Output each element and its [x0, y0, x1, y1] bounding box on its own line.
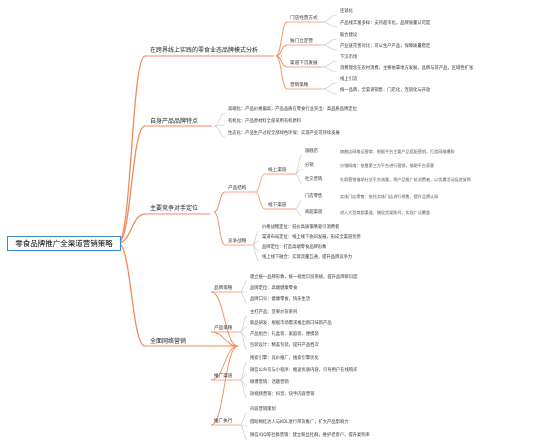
connector [213, 112, 226, 127]
connector [254, 191, 266, 210]
leaf: 消费理念在农村消费，主要依靠地方发展，品牌与其产品，区域性扩张 [340, 66, 474, 71]
connector [294, 199, 303, 210]
leaf-label: 社交营销 [305, 177, 323, 182]
leaf: 包装设计：精美包装，提升产品档次 [250, 343, 319, 348]
leaf: 品牌口号：健康零食，快乐生活 [250, 297, 311, 302]
connector [239, 412, 248, 426]
connector [213, 125, 226, 138]
connector [321, 88, 338, 95]
leaf: 生态化：产品生产过程全部绿色环保：实现产业可持续发展 [228, 131, 340, 136]
connector [117, 242, 146, 347]
connector [239, 315, 248, 333]
connector [239, 331, 248, 350]
connector [294, 173, 303, 184]
leaf: 实体门店零售：依托实体门店进行销售，提升品牌认知 [340, 194, 439, 199]
connector [117, 213, 146, 244]
connector [294, 168, 303, 175]
connector [275, 55, 288, 90]
leaf: 高端化：产品价格偏高，产品品质在零食行业突出：高品质品牌定位 [228, 107, 357, 112]
connector [294, 154, 303, 175]
topic-store-operation[interactable]: 门店经营方式 [290, 16, 318, 21]
leaf-label: 旗舰店 [305, 149, 318, 154]
leaf: 线上线下融合：实现流量互通，提升品牌竞争力 [262, 255, 353, 260]
connector [254, 173, 266, 193]
leaf-label: 分销 [305, 163, 314, 168]
connector [117, 55, 146, 244]
leaf: 连锁化 [340, 9, 353, 14]
topic-promotion-execution[interactable]: 推广执行 [214, 419, 233, 424]
connector [321, 38, 338, 46]
connector [210, 291, 239, 347]
leaf: 下沉市场 [340, 55, 358, 60]
leaf-label: 商超渠道 [305, 210, 323, 215]
branch-product-features[interactable]: 自身产品品牌特点 [150, 118, 199, 125]
connector [321, 82, 338, 90]
connector [239, 361, 248, 381]
leaf: 新品研发：根据市场需求推出新口味新产品 [250, 321, 332, 326]
leaf: 社群营销借助社交平台流量，将产品推广给消费者，以优惠活动促进复购 [340, 177, 471, 182]
leaf-label: 门店零售 [305, 194, 323, 199]
connector [294, 208, 303, 217]
leaf: 借助网红达人与KOL进行带货推广，扩大产品影响力 [250, 420, 349, 425]
topic-offline-channel[interactable]: 线下渠道 [268, 203, 287, 208]
leaf: 搜索引擎：竞价推广，搜索引擎优化 [250, 356, 319, 361]
leaf: 渠道布局定位：线上线下协同发展，形成全渠道优势 [262, 235, 361, 240]
leaf: 短视频营销：抖音、快手内容营销 [250, 392, 315, 397]
topic-direct-store[interactable]: 独门立定营 [290, 39, 313, 44]
connector [251, 244, 260, 262]
leaf: 旗舰店网络运营商：根据平台主要产品搭配营销，打造网络爆款 [340, 149, 455, 154]
leaf: 分销网络：依靠第三方平台进行营销，借助平台获客 [340, 163, 435, 168]
topic-product-structure[interactable]: 产品结构 [228, 186, 247, 191]
leaf: 进入大型商超渠道，铺设货架陈列，实现广泛覆盖 [340, 210, 431, 215]
topic-brand-strategy[interactable]: 品牌策略 [214, 286, 233, 291]
branch-online-marketing[interactable]: 全面网络营销 [150, 338, 187, 345]
connector [239, 424, 248, 440]
connector [213, 211, 226, 246]
connector [210, 345, 239, 426]
connector [321, 44, 338, 51]
connector [213, 191, 226, 213]
connector [239, 280, 248, 293]
connector [321, 14, 338, 23]
connector [321, 21, 338, 28]
connector [239, 373, 248, 381]
leaf: 产业链完善对比：可以生产产品，保障质量稳定 [340, 44, 431, 49]
leaf: 微信公众号与小程序：推送优质内容，引导用户在线购买 [250, 368, 358, 373]
topic-channel-sinking[interactable]: 渠道下沉发展 [290, 61, 318, 66]
connector [239, 379, 248, 399]
leaf: 微博营销：话题营销 [250, 380, 289, 385]
connector [275, 44, 288, 57]
leaf: 价格战略定位：低价高质策略吸引消费者 [262, 225, 340, 230]
topic-promotion-channels[interactable]: 推广渠道 [214, 374, 233, 379]
leaf: 有机化：产品原材料全部采用有机原料 [228, 119, 302, 124]
leaf: 产品线丰富多样：支持超市化，品牌质量认可度 [340, 21, 431, 26]
connector [321, 60, 338, 68]
leaf: 主打产品：坚果炒货系列 [250, 310, 298, 315]
leaf: 联合建设 [340, 33, 358, 38]
leaf: 建立统一品牌形象，统一视觉识别系统，提升品牌辨识度 [250, 275, 358, 280]
leaf: 线上引流 [340, 77, 358, 82]
connector [117, 125, 146, 244]
leaf: 统一品牌，全渠道销售：门店化，连锁化与开放 [340, 88, 431, 93]
connector [239, 291, 248, 304]
branch-competitor-positioning[interactable]: 主要竞争对手定位 [150, 205, 199, 212]
connector [275, 21, 288, 57]
leaf: 内容营销策划 [250, 407, 276, 412]
leaf: 微信/QQ等社群营销：建立粉丝社群，维护老客户，提升复购率 [250, 433, 370, 438]
connector [321, 66, 338, 73]
leaf: 产品组合：礼盒装、家庭装、便携装 [250, 332, 319, 337]
root-topic[interactable]: 零食品牌推广全渠道营销策略 [7, 236, 121, 251]
topic-online-channel[interactable]: 线上渠道 [268, 168, 287, 173]
topic-competition-strategy[interactable]: 竞争战略 [228, 239, 247, 244]
connector [210, 331, 239, 347]
branch-business-model[interactable]: 在跨界线上实践的零食业态品牌模式分析 [150, 47, 259, 54]
topic-marketing-strategy[interactable]: 营销策略 [290, 83, 309, 88]
leaf: 品牌定位：打造高端零食品牌形象 [262, 245, 327, 250]
topic-product-strategy[interactable]: 产品策略 [214, 326, 233, 331]
leaf: 品牌定位：高端健康零食 [250, 286, 298, 291]
